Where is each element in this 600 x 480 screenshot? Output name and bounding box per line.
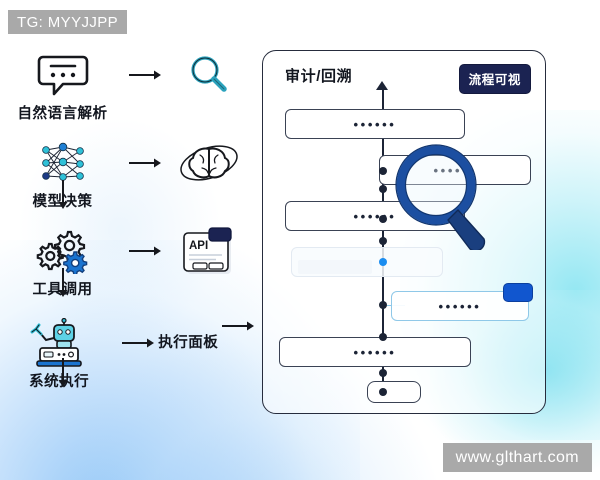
arrow-tools-to-api bbox=[125, 228, 165, 274]
highlight-tab[interactable] bbox=[503, 283, 533, 302]
timeline-node bbox=[379, 301, 387, 309]
arrow-model-to-brain bbox=[125, 140, 165, 186]
audit-step-box-small[interactable] bbox=[367, 381, 421, 403]
arrow-panel-label-to-audit bbox=[218, 320, 258, 332]
timeline-node bbox=[379, 333, 387, 341]
pipeline-stage-exec: 系统执行 执行面板 bbox=[0, 318, 258, 406]
placeholder-dots: •••••• bbox=[433, 162, 477, 178]
timeline-node bbox=[379, 237, 387, 245]
stage-left-nlp: 自然语言解析 bbox=[0, 52, 125, 123]
placeholder-dots: •••••• bbox=[438, 298, 482, 314]
audit-panel: 审计/回溯 流程可视 •••••• •••••• •••••• •••••• •… bbox=[262, 50, 546, 414]
timeline-arrow-head bbox=[376, 81, 388, 90]
timeline-node-active bbox=[379, 258, 387, 266]
neural-network-icon bbox=[37, 140, 89, 186]
audit-step-box[interactable]: •••••• bbox=[379, 155, 531, 185]
arrow-down-tools-to-exec bbox=[56, 358, 70, 388]
audit-step-box[interactable]: •••••• bbox=[285, 109, 465, 139]
stage-label-nlp: 自然语言解析 bbox=[17, 106, 108, 122]
pipeline-column: 自然语言解析 bbox=[0, 52, 258, 432]
timeline-node bbox=[379, 388, 387, 396]
arrow-nlp-to-search bbox=[125, 52, 165, 98]
svg-text:API: API bbox=[189, 240, 208, 252]
pipeline-stage-model: 模型决策 bbox=[0, 140, 258, 226]
placeholder-dots: •••••• bbox=[353, 344, 397, 360]
audit-step-box-faded[interactable] bbox=[291, 247, 443, 277]
arrow-down-model-to-tools bbox=[56, 268, 70, 298]
api-card-icon: API bbox=[165, 227, 253, 274]
process-visible-badge: 流程可视 bbox=[458, 64, 531, 94]
stage-left-model: 模型决策 bbox=[0, 140, 125, 211]
arrow-exec-to-panel-label bbox=[118, 320, 158, 366]
brain-icon bbox=[165, 140, 253, 186]
audit-step-box[interactable]: •••••• bbox=[279, 337, 471, 367]
placeholder-dots: •••••• bbox=[353, 116, 397, 132]
exec-panel-label: 执行面板 bbox=[158, 335, 219, 351]
timeline-node bbox=[379, 185, 387, 193]
speech-bubble-icon bbox=[37, 52, 89, 98]
pipeline-stage-tools: 工具调用 API bbox=[0, 227, 258, 314]
magnifier-icon bbox=[165, 52, 253, 98]
timeline-node bbox=[379, 167, 387, 175]
timeline-node bbox=[379, 215, 387, 223]
pipeline-stage-nlp: 自然语言解析 bbox=[0, 52, 258, 138]
watermark-bottom-right: www.glthart.com bbox=[442, 443, 592, 472]
timeline-node bbox=[379, 369, 387, 377]
audit-panel-title: 审计/回溯 bbox=[285, 68, 353, 85]
placeholder-dots: •••••• bbox=[353, 208, 397, 224]
watermark-top-left: TG: MYYJJPP bbox=[8, 10, 128, 34]
audit-step-box[interactable]: •••••• bbox=[285, 201, 465, 231]
arrow-down-nlp-to-model bbox=[56, 180, 70, 210]
